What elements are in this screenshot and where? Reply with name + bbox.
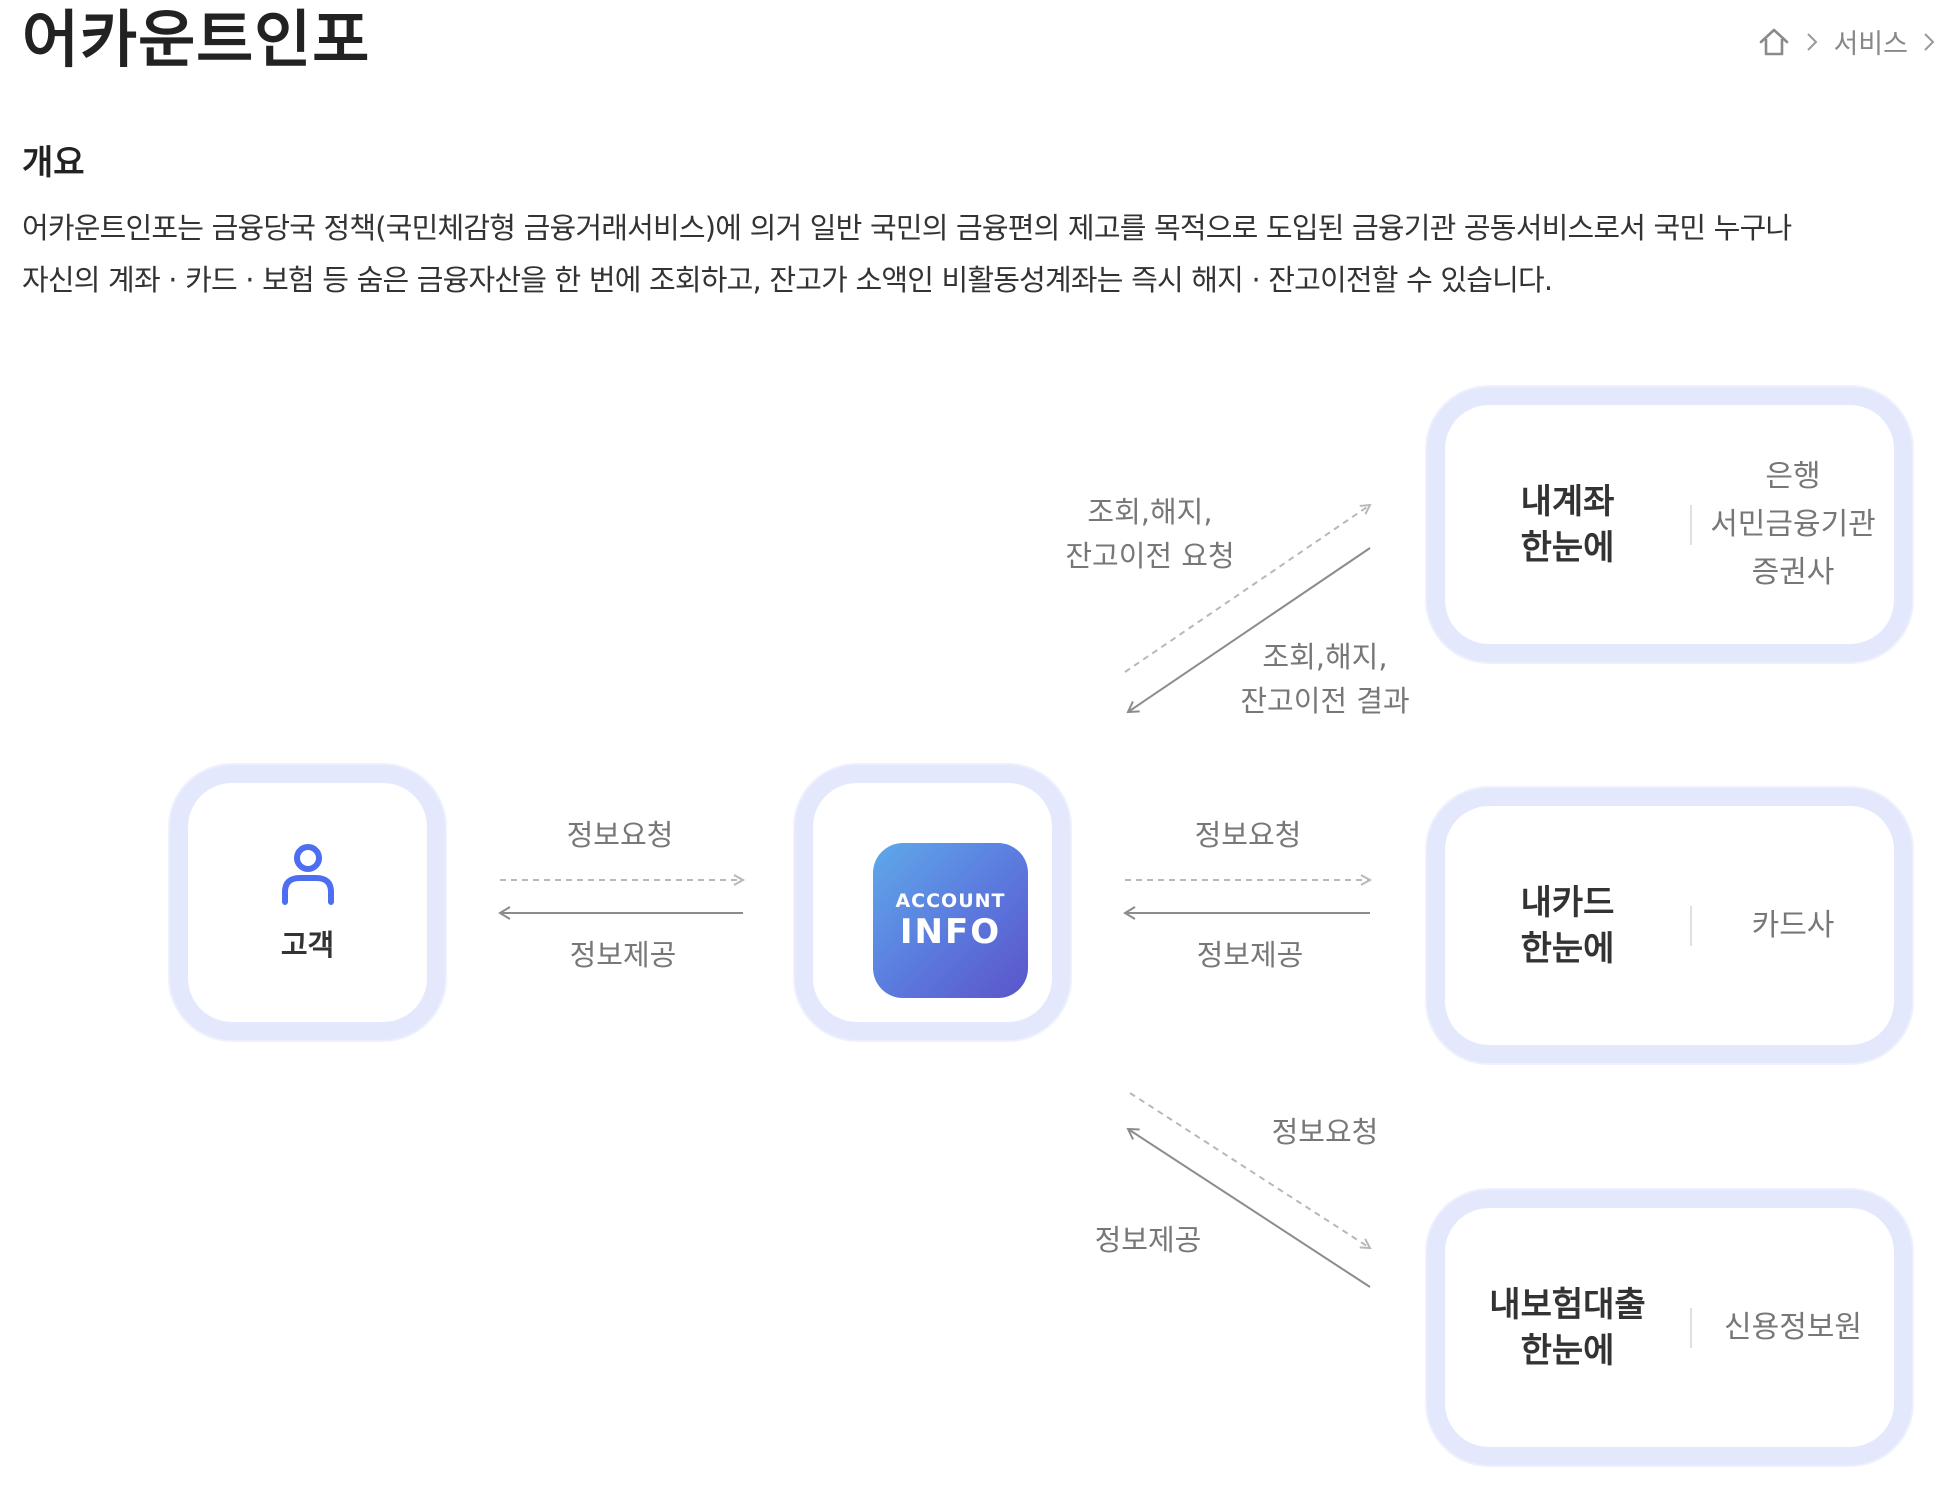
person-icon [280,842,336,910]
service-node-account: 내계좌 한눈에 은행 서민금융기관 증권사 [1427,387,1912,662]
provider-item: 증권사 [1751,554,1835,590]
breadcrumb-item-service[interactable]: 서비스 [1833,29,1908,60]
flow-label-card-request: 정보요청 [1194,818,1302,852]
provider-item: 카드사 [1751,907,1835,943]
service-name-line: 한눈에 [1520,527,1615,568]
arrow-account-request [1124,503,1372,673]
flow-label-customer-request: 정보요청 [566,818,674,852]
overview-line: 자신의 계좌 · 카드 · 보험 등 숨은 금융자산을 한 번에 조회하고, 잔… [22,263,1553,297]
chevron-right-icon [1922,31,1936,53]
arrow-insurance-provide [1126,1127,1371,1288]
service-name-line: 한눈에 [1520,928,1615,969]
breadcrumb: 서비스 [1757,22,1936,61]
customer-label: 고객 [280,927,335,962]
flow-label-customer-provide: 정보제공 [569,938,677,972]
provider-item: 은행 [1765,458,1821,494]
divider [1690,905,1692,946]
flow-label-account-result: 조회,해지, 잔고이전 결과 [1215,635,1435,723]
provider-list: 신용정보원 [1692,1304,1894,1352]
logo-text-big: INFO [899,911,1002,952]
service-name-line: 한눈에 [1520,1330,1615,1371]
provider-item: 서민금융기관 [1710,506,1876,542]
overview-text: 어카운트인포는 금융당국 정책(국민체감형 금융거래서비스)에 의거 일반 국민… [22,202,1922,306]
arrow-account-result [1126,547,1371,714]
flow-label-insurance-request: 정보요청 [1271,1115,1379,1149]
service-node-card: 내카드 한눈에 카드사 [1427,788,1912,1063]
flow-label-account-request: 조회,해지, 잔고이전 요청 [1040,490,1260,578]
service-name-line: 내보험대출 [1489,1284,1646,1325]
service-name-line: 내계좌 [1520,481,1615,522]
flow-label-line: 조회,해지, [1262,640,1388,674]
section-heading-overview: 개요 [22,143,85,183]
flow-label-card-provide: 정보제공 [1196,938,1304,972]
customer-node: 고객 [170,765,445,1040]
flow-label-insurance-provide: 정보제공 [1094,1223,1202,1257]
provider-item: 신용정보원 [1724,1309,1862,1345]
page-title: 어카운트인포 [22,3,371,76]
service-name: 내계좌 한눈에 [1445,479,1690,571]
flow-label-line: 조회,해지, [1087,495,1213,529]
account-info-node: ACCOUNT INFO [795,765,1070,1040]
provider-list: 은행 서민금융기관 증권사 [1692,453,1894,597]
logo-text-small: ACCOUNT [895,889,1006,912]
service-node-insurance: 내보험대출 한눈에 신용정보원 [1427,1190,1912,1465]
divider [1690,1307,1692,1348]
chevron-right-icon [1805,31,1819,53]
flow-label-line: 잔고이전 결과 [1240,684,1410,718]
divider [1690,504,1692,545]
flow-label-line: 잔고이전 요청 [1065,539,1235,573]
service-name: 내보험대출 한눈에 [1445,1282,1690,1374]
provider-list: 카드사 [1692,902,1894,950]
home-icon[interactable] [1757,27,1791,57]
overview-line: 어카운트인포는 금융당국 정책(국민체감형 금융거래서비스)에 의거 일반 국민… [22,211,1792,245]
account-info-logo: ACCOUNT INFO [873,843,1028,998]
service-name: 내카드 한눈에 [1445,880,1690,972]
service-name-line: 내카드 [1520,882,1615,923]
arrow-insurance-request [1129,1092,1372,1250]
